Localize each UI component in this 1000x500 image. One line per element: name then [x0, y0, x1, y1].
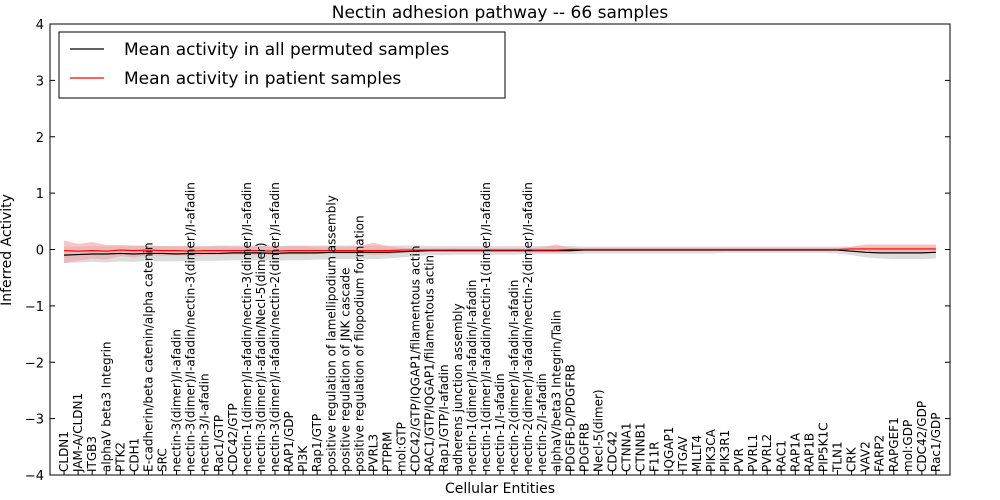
category-label-31: nectin-1/I-afadin: [493, 373, 507, 472]
category-label-4: PTK2: [113, 442, 127, 472]
category-label-36: PDGFB-D/PDGFRB: [563, 364, 577, 472]
category-label-45: MLLT4: [690, 435, 704, 472]
category-label-8: nectin-3(dimer)/I-afadin: [170, 329, 184, 472]
chart-title: Nectin adhesion pathway -- 66 samples: [332, 3, 669, 23]
y-tick-label-3: −1: [25, 300, 44, 315]
category-label-44: ITGAV: [676, 435, 690, 472]
category-label-27: Rap1/GTP/I-afadin: [437, 364, 451, 472]
legend: Mean activity in all permuted samples Me…: [58, 31, 506, 99]
category-label-40: CTNNA1: [620, 422, 634, 472]
category-label-29: nectin-1(dimer)/I-afadin/I-afadin: [465, 280, 479, 472]
category-label-18: Rap1/GTP: [310, 414, 324, 472]
y-tick-label-2: −2: [25, 356, 44, 371]
y-tick-label-7: 3: [36, 74, 44, 89]
y-tick-label-0: −4: [25, 469, 44, 484]
legend-label-patient: Mean activity in patient samples: [124, 69, 401, 89]
category-label-28: adherens junction assembly: [451, 303, 465, 472]
category-label-33: nectin-2(dimer)/I-afadin/nectin-2(dimer)…: [521, 182, 535, 472]
y-tick-label-1: −3: [25, 413, 44, 428]
category-label-13: nectin-1(dimer)/I-afadin/nectin-3(dimer)…: [240, 182, 254, 472]
plot-frame: [49, 23, 951, 476]
category-label-34: nectin-2/I-afadin: [535, 373, 549, 472]
category-label-2: ITGB3: [85, 436, 99, 472]
category-label-50: PVRL2: [760, 434, 774, 472]
category-label-49: PVRL1: [746, 434, 760, 472]
category-label-9: nectin-3(dimer)/I-afadin/nectin-3(dimer)…: [184, 182, 198, 472]
x-axis-label: Cellular Entities: [445, 481, 555, 497]
category-label-30: nectin-1(dimer)/I-afadin/nectin-1(dimer)…: [479, 182, 493, 472]
y-tick-label-5: 1: [36, 187, 44, 202]
category-label-52: RAP1A: [788, 432, 802, 472]
category-label-7: SRC: [156, 448, 170, 472]
category-label-23: PTPRM: [381, 432, 395, 473]
category-label-59: RAPGEF1: [887, 417, 901, 472]
category-label-54: PIP5K1C: [816, 422, 830, 472]
series-lines: [64, 248, 936, 256]
category-label-51: RAC1: [774, 440, 788, 472]
category-label-42: F11R: [648, 441, 662, 472]
legend-label-permuted: Mean activity in all permuted samples: [124, 40, 449, 60]
category-label-26: RAC1/GTP/IQGAP1/filamentous actin: [423, 255, 437, 472]
category-label-17: PI3K: [296, 445, 310, 472]
category-label-0: CLDN1: [57, 431, 71, 472]
category-label-1: JAM-A/CLDN1: [71, 393, 85, 473]
category-label-38: Necl-5(dimer): [591, 389, 605, 472]
category-label-5: CDH1: [127, 438, 141, 472]
category-label-56: CRK: [845, 446, 859, 472]
category-label-47: PIK3R1: [718, 430, 732, 472]
category-label-15: nectin-3(dimer)/I-afadin/nectin-2(dimer)…: [268, 182, 282, 472]
category-label-48: PVR: [732, 448, 746, 472]
category-label-43: IQGAP1: [662, 427, 676, 472]
category-label-41: CTNNB1: [634, 422, 648, 472]
category-label-14: nectin-3(dimer)/I-afadin/Necl-5(dimer): [254, 242, 268, 472]
y-tick-label-4: 0: [36, 244, 44, 259]
category-label-11: Rac1/GTP: [212, 415, 226, 472]
category-label-39: CDC42: [606, 431, 620, 472]
band-series-1: [64, 240, 936, 264]
y-axis-ticks: −4 −3 −2 −1 0 1 2 3 4: [25, 18, 950, 484]
category-label-58: FARP2: [873, 435, 887, 472]
category-label-20: positive regulation of JNK cascade: [338, 268, 352, 472]
category-label-21: positive regulation of filopodium format…: [352, 215, 366, 472]
legend-box: [58, 31, 506, 99]
category-label-55: TLN1: [831, 441, 845, 473]
category-label-53: RAP1B: [802, 433, 816, 472]
category-label-46: PIK3CA: [704, 428, 718, 472]
y-tick-label-8: 4: [36, 18, 44, 33]
category-label-32: nectin-2(dimer)/I-afadin/I-afadin: [507, 280, 521, 472]
category-label-24: mol:GTP: [395, 422, 409, 472]
y-tick-label-6: 2: [36, 131, 44, 146]
y-axis-label: Inferred Activity: [0, 194, 15, 306]
category-label-37: PDGFRB: [577, 423, 591, 472]
category-label-16: RAP1/GDP: [282, 411, 296, 472]
category-label-10: nectin-3/I-afadin: [198, 373, 212, 472]
category-label-60: mol:GDP: [901, 420, 915, 472]
category-label-12: CDC42/GTP: [226, 403, 240, 472]
line-series-1: [64, 248, 936, 252]
category-label-62: Rac1/GDP: [929, 413, 943, 472]
category-label-61: CDC42/GDP: [915, 401, 929, 472]
category-label-19: positive regulation of lamellipodium ass…: [324, 195, 338, 472]
category-label-35: alphaV/beta3 Integrin/Talin: [549, 310, 563, 472]
category-label-57: VAV2: [859, 441, 873, 472]
category-label-22: PVRL3: [366, 434, 380, 472]
category-label-6: E-cadherin/beta catenin/alpha catenin: [141, 242, 155, 472]
category-label-3: alphaV beta3 Integrin: [99, 341, 113, 472]
category-label-25: CDC42/GTP/IQGAP1/filamentous actin: [409, 246, 423, 472]
